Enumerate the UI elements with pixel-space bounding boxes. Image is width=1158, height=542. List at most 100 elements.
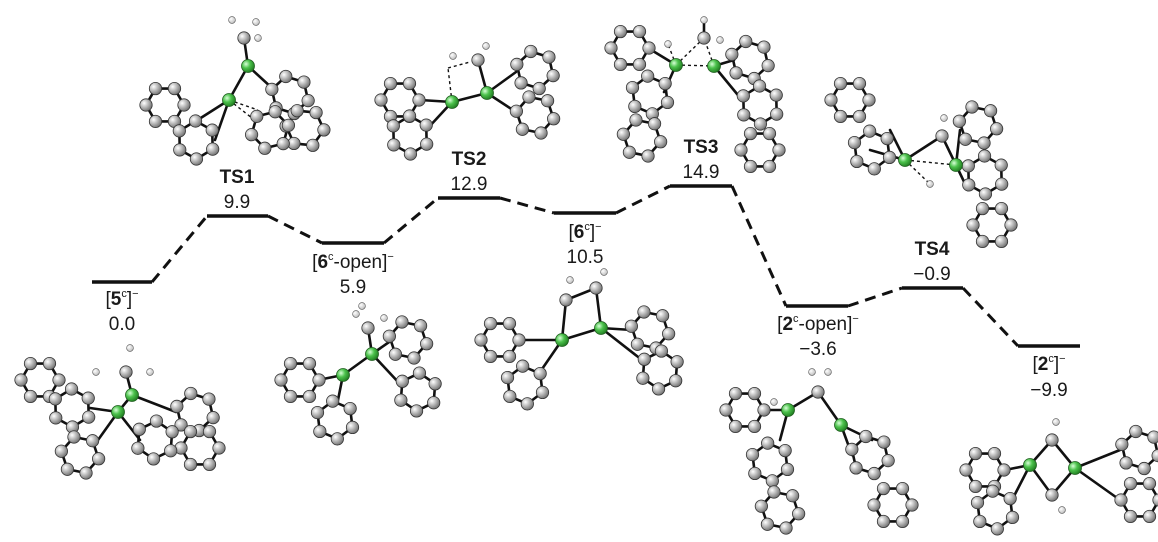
carbon-atom: [743, 159, 758, 174]
carbon-atom: [283, 356, 298, 371]
hydrogen-atom: [824, 368, 832, 376]
carbon-atom: [632, 57, 647, 72]
hydrogen-atom: [252, 18, 260, 26]
carbon-atom: [852, 109, 867, 124]
carbon-atom: [959, 463, 973, 477]
carbon-atom: [345, 420, 360, 434]
carbon-atom: [754, 499, 768, 513]
carbon-atom: [824, 93, 838, 107]
carbon-atom: [769, 88, 783, 102]
carbon-atom: [1152, 493, 1158, 507]
carbon-atom: [274, 373, 288, 387]
carbon-atom: [877, 435, 891, 449]
carbon-atom: [279, 69, 293, 84]
carbon-atom: [164, 444, 178, 458]
carbon-atom: [119, 365, 133, 379]
carbon-atom: [1147, 430, 1158, 444]
connector-TS4-2c: [961, 286, 1020, 348]
carbon-atom: [876, 481, 891, 496]
structure-TS4: [824, 76, 1018, 249]
carbon-atom: [811, 385, 825, 399]
carbon-atom: [895, 514, 910, 529]
carbon-atom: [747, 386, 762, 401]
carbon-atom: [970, 496, 985, 510]
energy-levels: [92, 184, 1080, 348]
carbon-atom: [780, 462, 795, 476]
carbon-atom: [49, 411, 63, 425]
structure-TS3: [604, 16, 786, 174]
carbon-atom: [183, 457, 198, 472]
carbon-atom: [670, 355, 684, 369]
carbon-atom: [42, 356, 57, 371]
carbon-atom: [265, 82, 279, 96]
carbon-atom: [139, 98, 153, 112]
carbon-atom: [859, 429, 873, 444]
carbon-atom: [632, 24, 647, 39]
carbon-atom: [962, 178, 976, 192]
carbon-atom: [206, 411, 220, 425]
carbon-atom: [975, 234, 990, 249]
carbon-atom: [64, 382, 79, 396]
hydrogen-atom: [1058, 506, 1066, 514]
carbon-atom: [534, 126, 548, 140]
carbon-atom: [412, 93, 426, 107]
carbon-atom: [637, 305, 651, 319]
label-2c: [2c]−: [1032, 353, 1065, 375]
carbon-atom: [1119, 456, 1133, 470]
carbon-atom: [306, 138, 320, 152]
structure-5c: [14, 344, 226, 480]
carbon-atom: [313, 424, 327, 439]
carbon-atom: [427, 396, 441, 410]
hydrogen-atom: [92, 368, 100, 376]
carbon-atom: [483, 316, 498, 331]
carbon-atom: [589, 281, 603, 295]
hydrogen-atom: [808, 368, 816, 376]
carbon-atom: [546, 69, 560, 83]
carbon-atom: [629, 113, 643, 127]
label-6c: [6c]−: [568, 221, 601, 243]
energy-TS2: 12.9: [451, 174, 488, 195]
label-TS2: TS2: [452, 149, 487, 170]
boron-atom: [222, 93, 236, 107]
carbon-atom: [760, 517, 775, 531]
carbon-atom: [725, 47, 739, 61]
structure-6c: [474, 268, 684, 411]
carbon-atom: [833, 76, 848, 91]
carbon-atom: [533, 366, 547, 381]
carbon-atom: [662, 327, 676, 341]
carbon-atom: [258, 141, 272, 155]
state-labels: [5c]− 0.0 TS1 9.9 [6c-open]− 5.9 TS2 12.…: [105, 137, 1067, 401]
carbon-atom: [660, 95, 675, 109]
carbon-atom: [862, 93, 876, 107]
carbon-atom: [785, 489, 800, 503]
carbon-atom: [395, 315, 409, 329]
carbon-atom: [987, 446, 1002, 461]
hydrogen-atom: [449, 52, 457, 60]
carbon-atom: [833, 109, 848, 124]
carbon-atom: [1045, 488, 1059, 502]
carbon-atom: [402, 109, 417, 123]
boron-atom: [445, 95, 459, 109]
carbon-atom: [85, 434, 100, 448]
carbon-atom: [387, 138, 401, 152]
carbon-atom: [532, 81, 546, 96]
carbon-atom: [386, 119, 400, 133]
carbon-atom: [734, 143, 748, 157]
carbon-atom: [637, 352, 651, 366]
carbon-atom: [604, 41, 618, 55]
carbon-atom: [500, 371, 515, 385]
carbon-atom: [326, 394, 340, 408]
carbon-atom: [92, 452, 106, 466]
carbon-atom: [165, 425, 179, 439]
carbon-atom: [167, 81, 182, 96]
carbon-atom: [174, 418, 188, 432]
carbon-atom: [474, 333, 488, 347]
carbon-atom: [990, 522, 1004, 536]
carbon-atom: [343, 401, 357, 416]
energy-5c: 0.0: [109, 314, 135, 335]
carbon-atom: [622, 145, 637, 159]
carbon-atom: [23, 356, 38, 371]
carbon-atom: [403, 147, 418, 161]
carbon-atom: [82, 410, 96, 424]
